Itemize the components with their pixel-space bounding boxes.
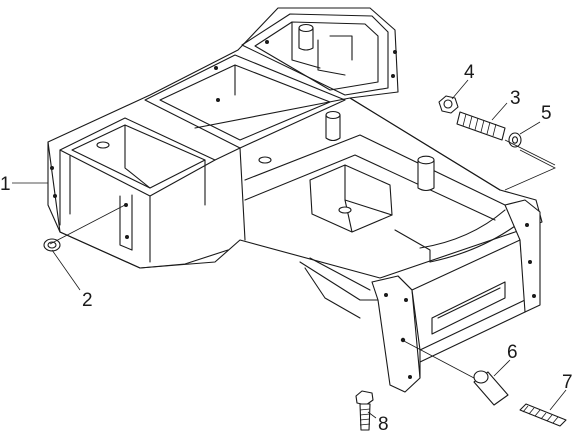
housing-bosses	[50, 23, 435, 239]
part-7-bolt	[519, 403, 567, 427]
main-housing	[47, 7, 543, 319]
part-8-screw	[355, 390, 374, 431]
callout-6: 6	[507, 342, 518, 363]
end-bracket	[371, 199, 541, 393]
callout-1: 1	[0, 174, 11, 195]
callout-2: 2	[82, 290, 93, 311]
callout-7: 7	[562, 372, 573, 393]
leader-lines	[12, 79, 567, 419]
callout-5: 5	[541, 103, 552, 124]
part-4-nut	[438, 95, 459, 114]
part-3-stud	[456, 111, 506, 141]
part-2-plug	[43, 204, 126, 252]
part-6-bushing	[401, 339, 509, 406]
callout-8: 8	[378, 414, 389, 435]
callout-4: 4	[464, 62, 475, 83]
callout-3: 3	[510, 88, 521, 109]
callout-labels: 1 2 3 4 5 6 7 8	[0, 62, 573, 435]
part-5-washer	[504, 132, 556, 166]
